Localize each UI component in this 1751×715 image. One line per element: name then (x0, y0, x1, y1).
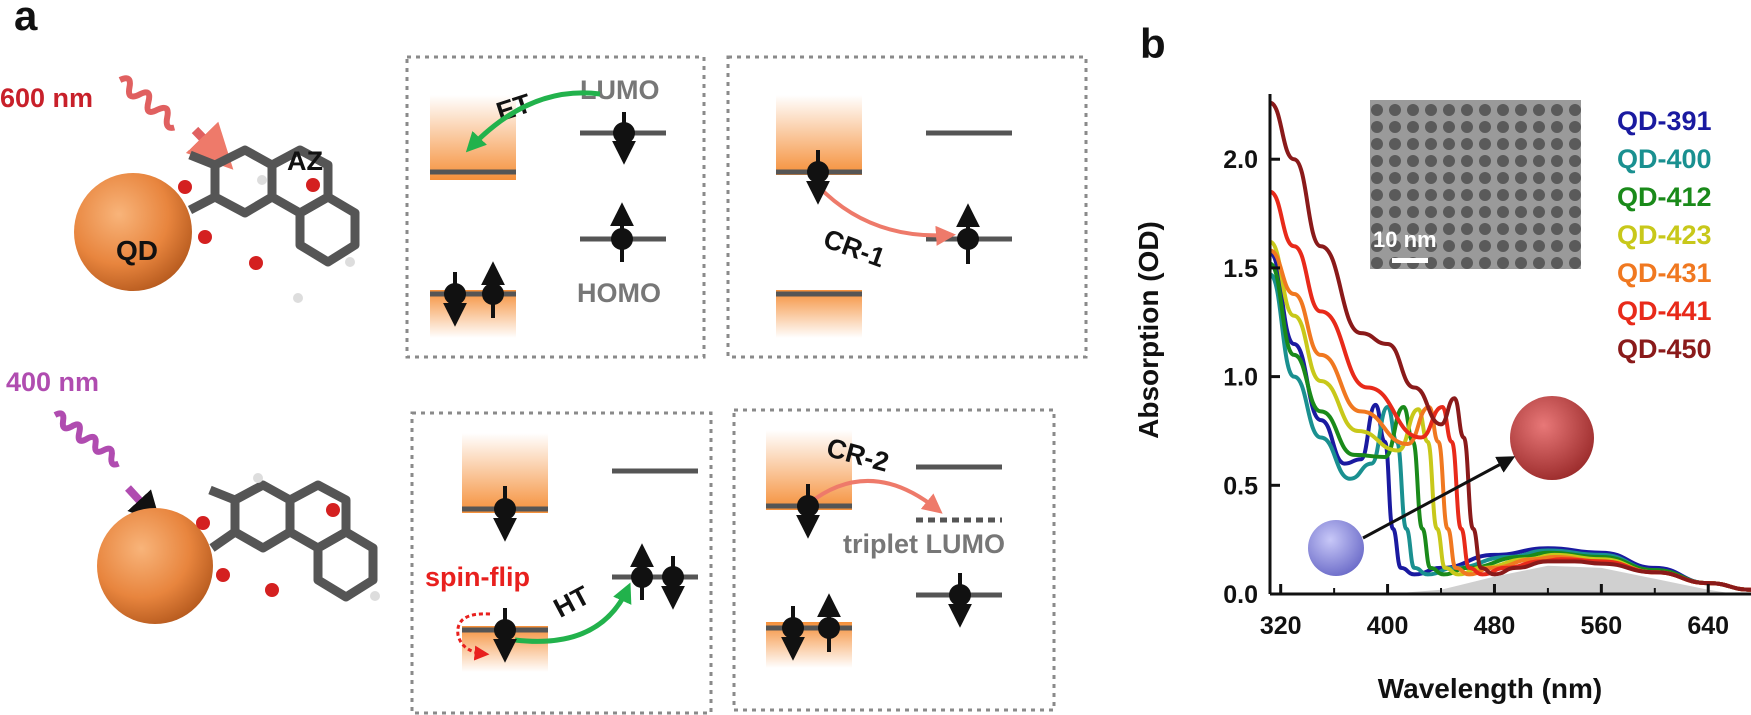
x-tick-label: 560 (1580, 612, 1622, 640)
bottom-qd-az-scheme: 400 nm (6, 367, 380, 624)
x-axis-label: Wavelength (nm) (1378, 673, 1603, 704)
triplet-lumo-label: triplet LUMO (843, 529, 1005, 559)
et-arrow (465, 90, 601, 153)
hydrogen-atom (293, 293, 303, 303)
energy-box-et: LUMO HOMO ET (405, 55, 706, 359)
az-label: AZ (287, 146, 323, 176)
spin-flip-arrow (456, 612, 491, 661)
light-wave-600-arrow (185, 121, 234, 170)
wavelength-400-label: 400 nm (6, 367, 99, 397)
electron-spin-down (443, 272, 467, 327)
legend-entry-qd-412: QD-412 (1617, 182, 1712, 212)
large-qd-icon (1510, 396, 1594, 480)
electron-spin-up (481, 261, 505, 318)
ht-arrow (514, 582, 632, 644)
electron-spin-down (493, 486, 517, 542)
electron-spin-down (948, 573, 972, 628)
oxygen-atom (306, 178, 320, 192)
cr2-arrow (806, 478, 943, 514)
energy-box-ht: spin-flip HT (410, 411, 713, 715)
oxygen-atom (249, 256, 263, 270)
y-tick-label: 1.0 (1223, 364, 1258, 392)
size-increase-arrow (1362, 456, 1516, 540)
y-tick-label: 2.0 (1223, 146, 1258, 174)
box-border (726, 55, 1088, 359)
ligand-absorption-fill (1387, 565, 1735, 594)
tem-scale-label: 10 nm (1373, 227, 1437, 252)
ticks-layer: 320 400 480 560 640 0.0 0.5 1.0 1.5 2.0 (1223, 146, 1729, 640)
electron-spin-down (612, 112, 636, 165)
y-axis-label: Absorption (OD) (1133, 221, 1164, 439)
electron-spin-down (661, 556, 685, 610)
y-tick-label: 0.0 (1223, 581, 1258, 609)
cr1-label: CR-1 (820, 224, 889, 274)
oxygen-atom (198, 230, 212, 244)
panel-a-label: a (14, 0, 38, 39)
electron-spin-down (781, 606, 805, 661)
legend: QD-391QD-400QD-412QD-423QD-431QD-441QD-4… (1617, 106, 1712, 364)
lumo-label: LUMO (580, 75, 659, 105)
hydrogen-atom (253, 473, 263, 483)
electron-spin-up (630, 543, 654, 600)
light-wave-400-icon (53, 410, 120, 468)
legend-entry-qd-391: QD-391 (1617, 106, 1712, 136)
curves-layer (1268, 100, 1751, 592)
electron-spin-up (817, 593, 841, 652)
hydrogen-atom (370, 591, 380, 601)
spin-flip-label: spin-flip (425, 562, 530, 592)
legend-entry-qd-423: QD-423 (1617, 220, 1712, 250)
tem-scale-bar (1392, 258, 1428, 263)
oxygen-atom (178, 180, 192, 194)
az-molecule-top (187, 145, 360, 267)
legend-entry-qd-441: QD-441 (1617, 296, 1712, 326)
cr1-arrow (816, 184, 956, 246)
quantum-dot-bottom (97, 508, 213, 624)
electron-spin-down (493, 608, 517, 663)
series-line-qd-450 (1269, 100, 1751, 592)
legend-entry-qd-400: QD-400 (1617, 144, 1712, 174)
electron-spin-down (806, 150, 830, 205)
electron-spin-down (796, 484, 820, 539)
box-border (405, 55, 706, 359)
y-tick-label: 0.5 (1223, 472, 1258, 500)
x-tick-label: 400 (1367, 612, 1409, 640)
x-tick-label: 640 (1687, 612, 1729, 640)
small-qd-icon (1308, 520, 1364, 576)
oxygen-atom (265, 583, 279, 597)
legend-entry-qd-450: QD-450 (1617, 334, 1712, 364)
y-tick-label: 1.5 (1223, 255, 1258, 283)
x-tick-label: 320 (1260, 612, 1302, 640)
panel-b-label: b (1140, 20, 1166, 67)
series-line-qd-391 (1268, 250, 1751, 592)
light-wave-600-icon (118, 75, 176, 131)
qd-label: QD (116, 235, 158, 266)
hydrogen-atom (257, 175, 267, 185)
ht-label: HT (549, 580, 595, 624)
legend-entry-qd-431: QD-431 (1617, 258, 1712, 288)
oxygen-atom (216, 568, 230, 582)
electron-spin-up (956, 203, 980, 264)
quantum-dot-top (74, 173, 192, 291)
qd-valence-band (776, 290, 862, 338)
energy-box-cr1: CR-1 (726, 55, 1088, 359)
series-line-qd-412 (1268, 261, 1751, 592)
box-border (732, 408, 1056, 712)
homo-label: HOMO (577, 278, 661, 308)
x-tick-label: 480 (1474, 612, 1516, 640)
hydrogen-atom (345, 257, 355, 267)
az-molecule-bottom (208, 480, 378, 602)
box-border (410, 411, 713, 715)
tem-inset-image (1370, 100, 1581, 269)
energy-box-cr2: CR-2 triplet LUMO (732, 408, 1056, 712)
oxygen-atom (196, 516, 210, 530)
top-qd-az-scheme: 600 nm QD AZ (0, 75, 360, 303)
wavelength-600-label: 600 nm (0, 83, 93, 113)
series-line-qd-441 (1269, 189, 1751, 592)
oxygen-atom (326, 503, 340, 517)
electron-spin-up (610, 202, 634, 262)
light-wave-400-arrow (125, 485, 161, 524)
